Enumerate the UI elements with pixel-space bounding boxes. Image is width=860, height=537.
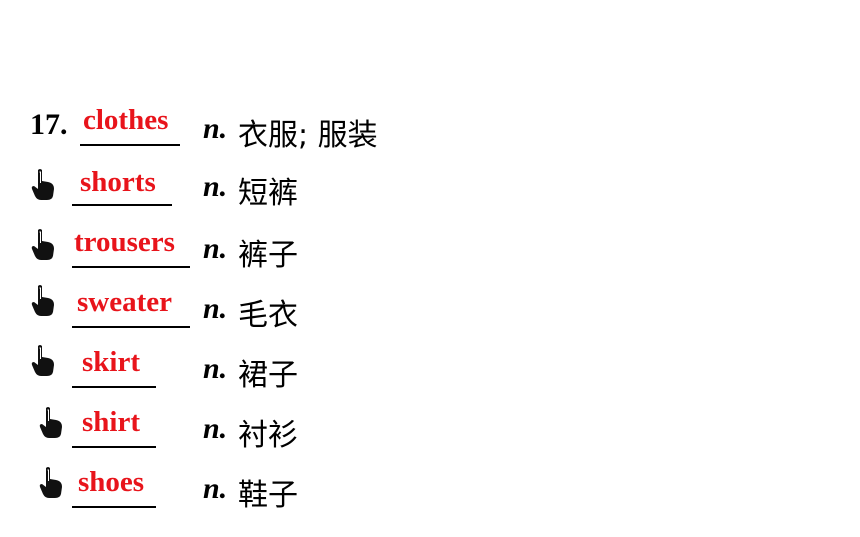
chinese-meaning: 鞋子 xyxy=(238,478,298,513)
vocab-row-shoes: shoes n. 鞋子 xyxy=(0,462,860,522)
answer-word: shorts xyxy=(80,166,156,198)
answer-blank xyxy=(72,286,190,328)
chinese-meaning: 裤子 xyxy=(238,238,298,273)
part-of-speech: n. xyxy=(203,170,228,203)
answer-blank xyxy=(72,406,156,448)
chinese-meaning: 毛衣 xyxy=(238,298,298,333)
vocab-row-skirt: skirt n. 裙子 xyxy=(0,342,860,402)
answer-word: skirt xyxy=(82,346,140,378)
answer-blank xyxy=(72,466,156,508)
part-of-speech: n. xyxy=(203,472,228,505)
vocab-row-trousers: trousers n. 裤子 xyxy=(0,222,860,282)
chinese-meaning: 衣服; 服装 xyxy=(238,118,378,153)
answer-word: shoes xyxy=(78,466,145,498)
pointing-hand-icon xyxy=(31,345,54,376)
answer-blank xyxy=(72,346,156,388)
answer-blank xyxy=(80,104,180,146)
answer-word: clothes xyxy=(83,104,169,136)
answer-word: shirt xyxy=(82,406,140,438)
pointing-hand-icon xyxy=(39,467,62,498)
vocab-row-shorts: shorts n. 短裤 xyxy=(0,162,860,222)
pointing-hand-icon xyxy=(31,169,54,200)
item-number: 17. xyxy=(30,108,68,141)
part-of-speech: n. xyxy=(203,112,228,145)
chinese-meaning: 裙子 xyxy=(238,358,298,393)
pointing-hand-icon xyxy=(31,229,54,260)
pointing-hand-icon xyxy=(31,285,54,316)
answer-blank xyxy=(72,164,172,206)
vocab-row-shirt: shirt n. 衬衫 xyxy=(0,402,860,462)
answer-word: trousers xyxy=(74,226,175,258)
chinese-meaning: 衬衫 xyxy=(238,418,298,453)
chinese-meaning: 短裤 xyxy=(238,176,298,211)
pointing-hand-icon xyxy=(39,407,62,438)
part-of-speech: n. xyxy=(203,352,228,385)
part-of-speech: n. xyxy=(203,412,228,445)
vocab-row-clothes: 17. clothes n. 衣服; 服装 xyxy=(0,100,860,160)
part-of-speech: n. xyxy=(203,292,228,325)
answer-word: sweater xyxy=(77,286,173,318)
answer-blank xyxy=(72,226,190,268)
part-of-speech: n. xyxy=(203,232,228,265)
vocab-row-sweater: sweater n. 毛衣 xyxy=(0,282,860,342)
